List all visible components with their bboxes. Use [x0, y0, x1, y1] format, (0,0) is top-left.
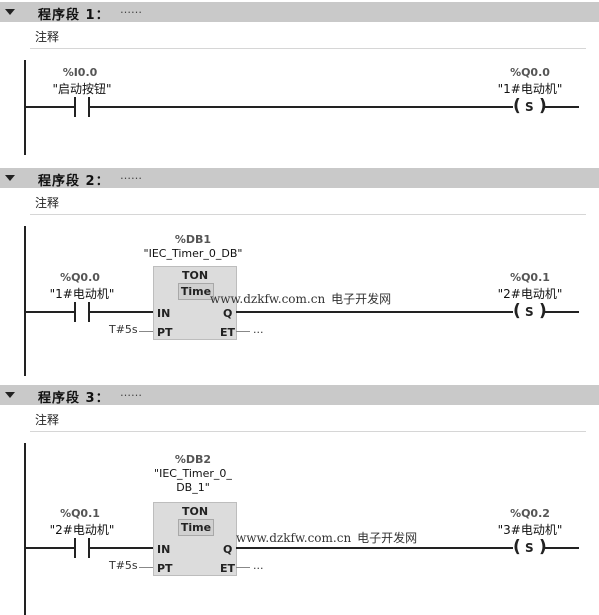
instance-db-symbol[interactable]: "IEC_Timer_0_DB": [133, 247, 253, 261]
comment-text: 注释: [35, 30, 60, 44]
pin-et: ET: [220, 562, 236, 575]
network-2-comment[interactable]: 注释: [30, 190, 586, 215]
power-rail: [24, 226, 26, 376]
watermark-text: www.dzkfw.com.cn 电子开发网: [236, 529, 417, 546]
contact-address[interactable]: %I0.0: [62, 66, 98, 79]
network-title: 程序段 1：: [38, 8, 110, 23]
collapse-triangle-icon[interactable]: [5, 9, 15, 15]
network-title-placeholder[interactable]: ……: [120, 169, 142, 182]
wire: [545, 311, 579, 313]
wire: [90, 311, 153, 313]
pin-in: IN: [157, 307, 171, 320]
instance-db-symbol[interactable]: "IEC_Timer_0_ DB_1": [133, 467, 253, 495]
pin-pt: PT: [157, 326, 173, 339]
instance-db-symbol-line: "IEC_Timer_0_DB": [143, 247, 243, 260]
contact-address[interactable]: %Q0.0: [60, 271, 100, 284]
wire: [90, 106, 513, 108]
pin-q: Q: [223, 543, 233, 556]
contact-symbol[interactable]: "1#电动机": [49, 287, 115, 301]
block-type: TON: [181, 505, 209, 518]
comment-text: 注释: [35, 196, 60, 210]
network-title-placeholder[interactable]: ……: [120, 3, 142, 16]
pin-in: IN: [157, 543, 171, 556]
watermark-name: 电子开发网: [357, 531, 418, 545]
network-1-comment[interactable]: 注释: [30, 24, 586, 49]
wire: [236, 547, 513, 549]
coil-address[interactable]: %Q0.0: [510, 66, 550, 79]
instance-db-address[interactable]: %DB1: [174, 233, 212, 246]
no-contact[interactable]: [74, 538, 90, 558]
wire: [25, 106, 74, 108]
wire: [90, 547, 153, 549]
coil-address[interactable]: %Q0.2: [510, 507, 550, 520]
coil-type: S: [525, 541, 534, 555]
ton-timer-block[interactable]: TON Time IN PT Q ET: [153, 266, 237, 340]
pt-value[interactable]: T#5s: [109, 323, 138, 336]
wire: [236, 311, 513, 313]
comment-text: 注释: [35, 413, 60, 427]
coil-type: S: [525, 305, 534, 319]
contact-address[interactable]: %Q0.1: [60, 507, 100, 520]
block-data-type[interactable]: Time: [178, 283, 214, 300]
contact-symbol[interactable]: "启动按钮": [52, 82, 112, 96]
network-1-header[interactable]: 程序段 1： ……: [0, 2, 599, 23]
network-2-header[interactable]: 程序段 2： ……: [0, 168, 599, 189]
watermark-url: www.dzkfw.com.cn: [236, 531, 352, 545]
set-coil[interactable]: (S): [513, 96, 547, 116]
set-coil[interactable]: (S): [513, 301, 547, 321]
wire: [25, 311, 74, 313]
collapse-triangle-icon[interactable]: [5, 175, 15, 181]
pt-value[interactable]: T#5s: [109, 559, 138, 572]
network-title: 程序段 2：: [38, 174, 110, 189]
ton-timer-block[interactable]: TON Time IN PT Q ET: [153, 502, 237, 576]
instance-db-address[interactable]: %DB2: [174, 453, 212, 466]
et-wire: [236, 567, 250, 568]
collapse-triangle-icon[interactable]: [5, 392, 15, 398]
network-title: 程序段 3：: [38, 391, 110, 406]
watermark-url: www.dzkfw.com.cn: [210, 292, 326, 306]
coil-symbol[interactable]: "1#电动机": [497, 82, 563, 96]
network-3-header[interactable]: 程序段 3： ……: [0, 385, 599, 406]
coil-symbol[interactable]: "3#电动机": [497, 523, 563, 537]
no-contact[interactable]: [74, 302, 90, 322]
power-rail: [24, 443, 26, 615]
pt-wire: [139, 567, 153, 568]
network-3-comment[interactable]: 注释: [30, 407, 586, 432]
wire: [545, 547, 579, 549]
network-title-placeholder[interactable]: ……: [120, 386, 142, 399]
wire: [25, 547, 74, 549]
coil-symbol[interactable]: "2#电动机": [497, 287, 563, 301]
no-contact[interactable]: [74, 97, 90, 117]
et-value[interactable]: ...: [253, 559, 264, 572]
instance-db-symbol-line: "IEC_Timer_0_: [154, 467, 232, 480]
et-wire: [236, 331, 250, 332]
watermark-text: www.dzkfw.com.cn 电子开发网: [210, 290, 391, 307]
contact-symbol[interactable]: "2#电动机": [49, 523, 115, 537]
instance-db-symbol-line: DB_1": [176, 481, 210, 494]
block-type: TON: [181, 269, 209, 282]
pin-et: ET: [220, 326, 236, 339]
watermark-name: 电子开发网: [331, 292, 392, 306]
pt-wire: [139, 331, 153, 332]
set-coil[interactable]: (S): [513, 537, 547, 557]
wire: [545, 106, 579, 108]
et-value[interactable]: ...: [253, 323, 264, 336]
pin-pt: PT: [157, 562, 173, 575]
pin-q: Q: [223, 307, 233, 320]
coil-type: S: [525, 100, 534, 114]
block-data-type[interactable]: Time: [178, 519, 214, 536]
coil-address[interactable]: %Q0.1: [510, 271, 550, 284]
